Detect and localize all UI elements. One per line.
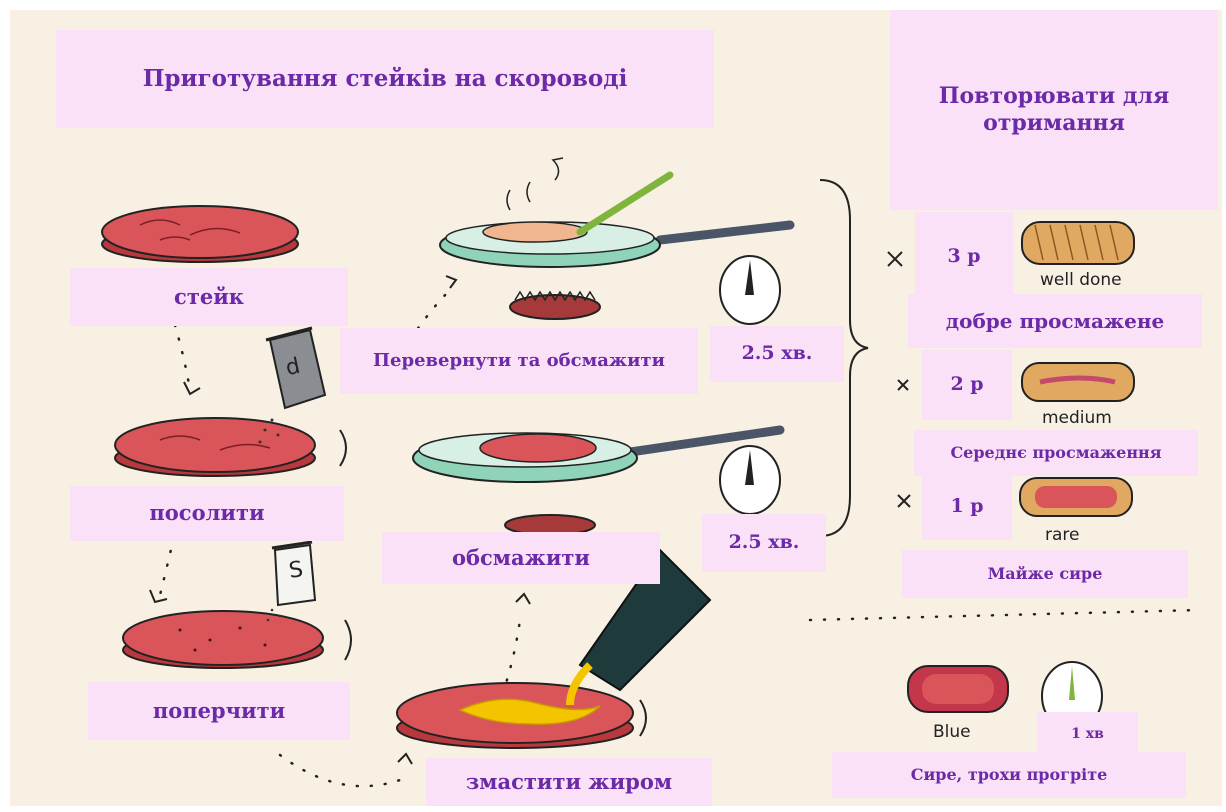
flip-time-label: 2.5 хв. [710, 326, 844, 382]
page-title: Приготування стейків на скороводі [56, 30, 714, 128]
step-flip-label: Перевернути та обсмажити [340, 328, 698, 394]
salted-steak-icon [115, 418, 346, 476]
timer-fry-icon [720, 446, 780, 514]
burner-top-icon [510, 292, 600, 319]
repeat-header: Повторювати для отримання [890, 10, 1218, 210]
repeat-count-medium: 2 р [922, 350, 1012, 420]
medium-label: Середнє просмаження [914, 430, 1198, 476]
step-oil-label: змастити жиром [426, 758, 712, 806]
rare-steak-icon [1020, 478, 1132, 516]
step-steak-label: стейк [70, 268, 348, 326]
blue-steak-icon [908, 666, 1008, 712]
step-salt-label: посолити [70, 486, 344, 541]
rare-text: rare [1045, 525, 1079, 545]
timer-flip-icon [720, 256, 780, 324]
oiled-steak-icon [397, 683, 646, 748]
step-fry-label: обсмажити [382, 532, 660, 584]
repeat-count-well-done: 3 р [915, 212, 1013, 302]
well-done-steak-icon [1022, 222, 1134, 264]
frying-pan-flip-icon [440, 158, 790, 267]
step-pepper-label: поперчити [88, 682, 350, 740]
blue-label: Сире, трохи прогріте [832, 752, 1186, 798]
peppered-steak-icon [123, 611, 351, 668]
blue-text: Blue [933, 722, 971, 742]
repeat-count-rare: 1 р [922, 474, 1012, 540]
fry-time-label: 2.5 хв. [702, 514, 826, 572]
well-done-label: добре просмажене [908, 294, 1202, 348]
well-done-text: well done [1040, 270, 1122, 290]
infographic-canvas: well done medium rare Blue d S Приготува… [10, 10, 1222, 806]
medium-text: medium [1042, 408, 1112, 428]
raw-steak-icon [102, 206, 298, 262]
multiply-marks [888, 252, 910, 507]
medium-steak-icon [1022, 363, 1134, 401]
rare-label: Майже сире [902, 550, 1188, 598]
